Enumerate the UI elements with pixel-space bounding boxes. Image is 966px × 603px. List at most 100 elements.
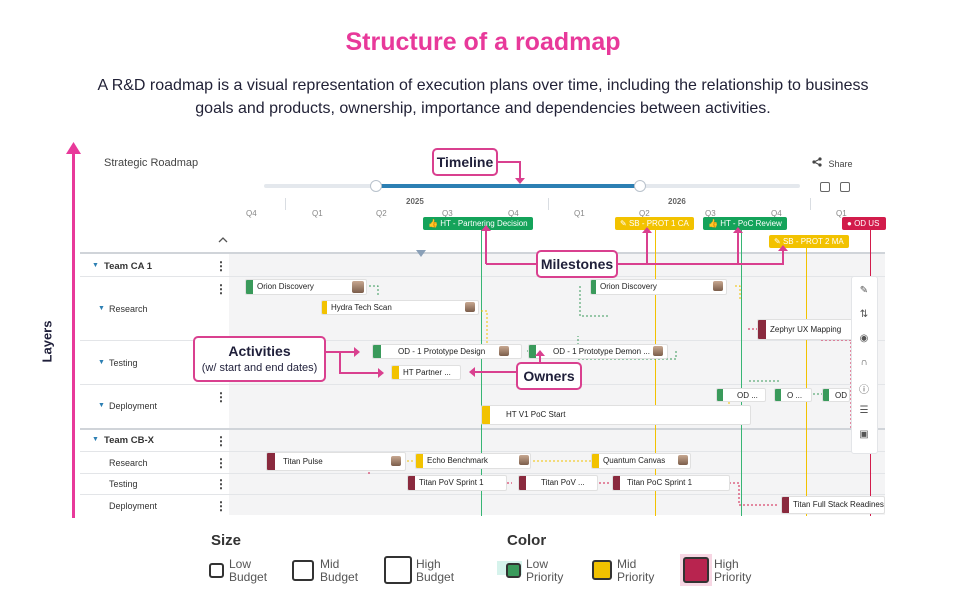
owner-avatar [391,456,401,466]
timeline-slider-start-handle[interactable] [370,180,382,192]
page-subtitle: A R&D roadmap is a visual representation… [97,77,869,117]
layers-arrow-icon [66,142,81,154]
activity-bar[interactable]: Zephyr UX Mapping [757,319,853,340]
activity-bar[interactable]: Titan PoV ... [518,475,598,491]
legend-size-box [292,560,314,581]
team-label: Team CB-X [104,435,154,446]
layer-label: Research [109,304,148,314]
quarter-label: Q1 [312,209,323,218]
legend-text: High [714,557,739,571]
activity-bar[interactable]: OD [822,388,850,402]
more-options-icon[interactable]: ⋮ [215,259,227,273]
legend-size-title: Size [211,532,242,549]
milestone[interactable]: 👍 HT - PoC Review [703,217,787,230]
milestone-label: HT - Partnering Decision [440,219,528,228]
more-options-icon[interactable]: ⋮ [215,390,227,404]
year-label: 2025 [406,197,424,206]
more-options-icon[interactable]: ⋮ [215,434,227,448]
activity-bar[interactable]: Quantum Canvas [591,453,691,469]
activity-bar[interactable]: HT Partner ... [391,365,461,380]
expand-triangle-icon[interactable]: ▼ [92,262,99,269]
activity-bar[interactable]: Titan Pulse [266,452,406,471]
owner-avatar [519,455,529,465]
timeline-slider-range [376,184,640,188]
milestone-label: SB - PROT 2 MA [782,237,844,246]
activity-label: Zephyr UX Mapping [770,325,842,334]
sort-icon[interactable]: ⇅ [859,309,869,320]
activity-label: Titan PoC Sprint 1 [627,478,693,487]
list-icon[interactable]: ☰ [859,405,869,416]
year-label: 2026 [668,197,686,206]
fit-view-icon[interactable] [820,182,830,192]
expand-triangle-icon[interactable]: ▼ [98,305,105,312]
view-icon[interactable]: ◉ [859,333,869,344]
activities-annotation-subtitle: (w/ start and end dates) [201,362,318,374]
grid-divider [80,428,885,430]
team-label: Team CA 1 [104,261,153,272]
expand-triangle-icon[interactable]: ▼ [98,359,105,366]
activity-label: Titan PoV ... [541,478,585,487]
timeline-annotation: Timeline [432,148,498,176]
share-button[interactable]: Share [812,157,853,169]
layer-label: Testing [109,358,138,368]
chart-view-icon[interactable] [840,182,850,192]
legend-text: Budget [320,570,359,584]
activity-bar[interactable]: OD - 1 Prototype Design [372,344,522,359]
legend-text: Low [526,557,549,571]
activity-bar[interactable]: OD ... [716,388,766,402]
robot-icon[interactable]: ▣ [859,429,869,440]
legend-size-box [384,556,412,584]
legend-text: Priority [714,570,752,584]
milestone[interactable]: 👍 HT - Partnering Decision [423,217,533,230]
layer-label: Testing [109,479,138,489]
milestone-guide [806,246,807,516]
share-icon [812,157,822,167]
more-options-icon[interactable]: ⋮ [215,282,227,296]
quarter-divider [285,198,286,210]
owner-avatar [465,302,475,312]
expand-triangle-icon[interactable]: ▼ [92,436,99,443]
activity-bar[interactable]: Hydra Tech Scan [321,300,479,315]
activity-bar[interactable]: Orion Discovery [245,279,367,295]
more-options-icon[interactable]: ⋮ [215,499,227,513]
activity-bar[interactable]: HT V1 PoC Start [481,405,751,425]
roadmap-title: Strategic Roadmap [104,157,199,169]
activity-label: O ... [787,391,803,400]
layers-axis [72,150,75,518]
activity-bar[interactable]: Titan PoV Sprint 1 [407,475,507,491]
info-icon[interactable]: ⓘ [859,385,869,396]
legend-text: Priority [617,570,655,584]
more-options-icon[interactable]: ⋮ [215,477,227,491]
milestone[interactable]: ✎ SB - PROT 2 MA [769,235,849,248]
activity-bar[interactable]: Orion Discovery [590,279,727,295]
activity-label: OD ... [737,391,758,400]
legend-text: Low [229,557,252,571]
edit-icon[interactable]: ✎ [859,285,869,296]
quarter-divider [548,198,549,210]
activity-bar[interactable]: O ... [774,388,812,402]
expand-triangle-icon[interactable]: ▼ [98,402,105,409]
milestone[interactable]: ● OD US [842,217,886,230]
owners-annotation: Owners [516,362,582,390]
quarter-label: Q4 [508,209,519,218]
timeline-slider-end-handle[interactable] [634,180,646,192]
activity-bar[interactable]: Titan PoC Sprint 1 [612,475,730,491]
activity-label: HT V1 PoC Start [506,410,566,419]
activity-bar[interactable]: Echo Benchmark [415,453,531,469]
owner-avatar [713,281,723,291]
more-options-icon[interactable]: ⋮ [215,456,227,470]
magnet-icon[interactable]: ∩ [860,357,868,368]
activity-label: Titan PoV Sprint 1 [419,478,484,487]
activity-bar[interactable]: OD - 1 Prototype Demon ... [528,344,668,359]
owner-avatar [352,281,364,293]
activity-bar[interactable]: Titan Full Stack Readiness [781,496,885,514]
quarter-label: Q4 [771,209,782,218]
milestone[interactable]: ✎ SB - PROT 1 CA [615,217,694,230]
collapse-icon[interactable] [218,235,228,245]
legend-text: Budget [229,570,268,584]
